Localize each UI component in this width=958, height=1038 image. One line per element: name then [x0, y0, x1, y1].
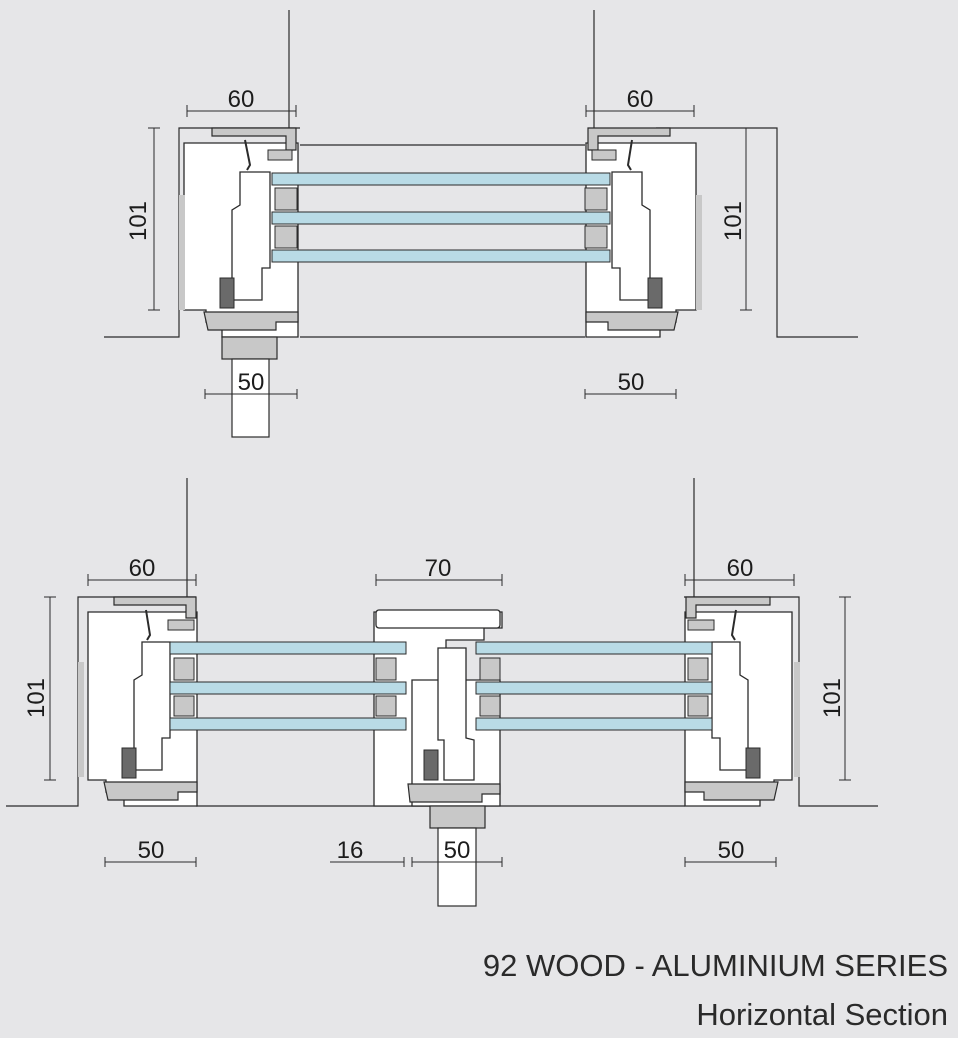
top-right-frame — [585, 127, 702, 338]
top-dimensions — [148, 105, 752, 399]
top-dim-left-bottom: 50 — [238, 369, 265, 396]
top-dim-right-width: 60 — [627, 86, 654, 113]
bottom-dim-left-width: 60 — [129, 555, 156, 582]
bottom-left-frame — [78, 596, 198, 807]
bottom-dim-left-bottom: 50 — [138, 837, 165, 864]
bottom-dimensions — [44, 574, 851, 867]
bottom-glazing-left — [169, 641, 407, 731]
top-dim-left-width: 60 — [228, 86, 255, 113]
top-dim-right-height: 101 — [720, 201, 747, 241]
top-dim-right-bottom: 50 — [618, 369, 645, 396]
bottom-glazing-right — [475, 641, 713, 731]
top-glazing — [271, 172, 611, 263]
bottom-dim-center-width: 70 — [425, 555, 452, 582]
series-title: 92 WOOD - ALUMINIUM SERIES — [482, 948, 948, 983]
bottom-dim-gap: 16 — [337, 837, 364, 864]
bottom-dim-right-width: 60 — [727, 555, 754, 582]
bottom-dim-right-height: 101 — [819, 678, 846, 718]
bottom-right-frame — [684, 596, 800, 807]
bottom-section: 60 70 60 101 101 50 16 50 50 — [6, 478, 878, 907]
bottom-center-mullion — [373, 609, 503, 907]
bottom-dim-center-bottom: 50 — [444, 837, 471, 864]
top-left-frame — [179, 127, 299, 438]
bottom-dim-left-height: 101 — [23, 678, 50, 718]
top-section: 60 60 101 101 50 50 — [104, 10, 858, 438]
top-dim-left-height: 101 — [125, 201, 152, 241]
bottom-dim-right-bottom: 50 — [718, 837, 745, 864]
section-subtitle: Horizontal Section — [696, 997, 948, 1032]
